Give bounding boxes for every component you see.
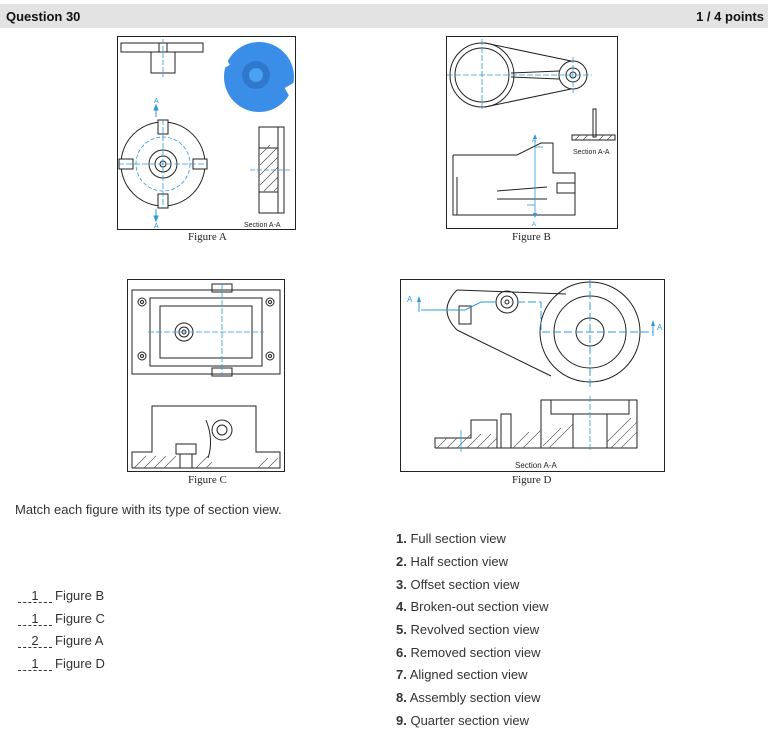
figure-b-section-label: Section A-A — [573, 149, 610, 156]
figure-a-section-label: Section A-A — [244, 222, 281, 229]
figure-d-cut-label-left: A — [407, 295, 413, 304]
match-label: Figure C — [55, 611, 105, 626]
figure-a-caption: Figure A — [188, 231, 227, 243]
option-number: 2. — [396, 554, 407, 569]
figure-a-cut-label-bottom: A — [154, 223, 159, 229]
figure-b-caption: Figure B — [512, 231, 551, 243]
question-prompt: Match each figure with its type of secti… — [15, 502, 282, 517]
option-item: 1. Full section view — [396, 531, 506, 546]
figure-a-image: A A Section A-A — [117, 36, 296, 230]
option-label: Offset section view — [410, 577, 520, 592]
option-item: 4. Broken-out section view — [396, 599, 548, 614]
option-label: Full section view — [410, 531, 506, 546]
figure-c-caption: Figure C — [188, 474, 227, 486]
figure-c-image — [127, 279, 285, 472]
option-number: 6. — [396, 645, 407, 660]
option-number: 7. — [396, 667, 407, 682]
option-item: 3. Offset section view — [396, 577, 519, 592]
option-label: Quarter section view — [410, 713, 529, 728]
option-label: Removed section view — [410, 645, 541, 660]
option-item: 7. Aligned section view — [396, 667, 528, 682]
figure-d-image: A A Section A-A — [400, 279, 665, 472]
figure-b-image: Section A-A A A — [446, 36, 618, 229]
figure-d-cut-label-right: A — [657, 323, 663, 332]
figure-a-cut-label-top: A — [154, 98, 159, 105]
option-item: 8. Assembly section view — [396, 690, 541, 705]
option-label: Assembly section view — [409, 690, 541, 705]
figure-b-cut-label-bottom: A — [532, 222, 536, 228]
option-number: 4. — [396, 599, 407, 614]
match-label: Figure D — [55, 656, 105, 671]
option-label: Aligned section view — [409, 667, 528, 682]
option-number: 9. — [396, 713, 407, 728]
question-points: 1 / 4 points — [696, 9, 764, 24]
figure-b-cut-label-top: A — [532, 138, 536, 144]
option-label: Broken-out section view — [410, 599, 549, 614]
option-item: 2. Half section view — [396, 554, 508, 569]
match-answer-field[interactable]: 1 — [18, 657, 52, 671]
match-answer-field[interactable]: 1 — [18, 589, 52, 603]
question-header: Question 30 1 / 4 points — [0, 4, 768, 28]
figure-d-caption: Figure D — [512, 474, 552, 486]
option-number: 3. — [396, 577, 407, 592]
option-item: 9. Quarter section view — [396, 713, 529, 728]
match-answer-field[interactable]: 2 — [18, 634, 52, 648]
option-number: 8. — [396, 690, 407, 705]
question-title: Question 30 — [6, 9, 81, 24]
option-item: 6. Removed section view — [396, 645, 541, 660]
option-label: Revolved section view — [410, 622, 540, 637]
match-label: Figure B — [55, 588, 105, 603]
option-label: Half section view — [410, 554, 509, 569]
match-answer-field[interactable]: 1 — [18, 612, 52, 626]
figure-d-section-label: Section A-A — [515, 461, 557, 470]
option-item: 5. Revolved section view — [396, 622, 539, 637]
option-number: 1. — [396, 531, 407, 546]
match-label: Figure A — [55, 633, 104, 648]
option-number: 5. — [396, 622, 407, 637]
